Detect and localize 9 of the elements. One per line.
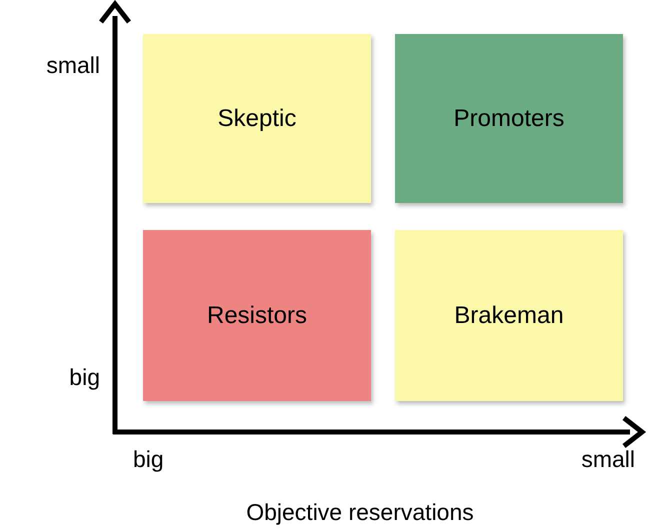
quadrant-box: Resistors — [143, 230, 371, 401]
quadrant-box: Brakeman — [395, 230, 623, 401]
quadrant-box: Skeptic — [143, 34, 371, 203]
axis-tick-label: small — [580, 445, 635, 474]
axis-title: Objective reservations — [245, 498, 475, 527]
quadrant-box: Promoters — [395, 34, 623, 203]
axis-tick-label: big — [133, 445, 165, 474]
axis-tick-label: small — [45, 51, 100, 80]
axis-tick-label: big — [68, 363, 100, 392]
